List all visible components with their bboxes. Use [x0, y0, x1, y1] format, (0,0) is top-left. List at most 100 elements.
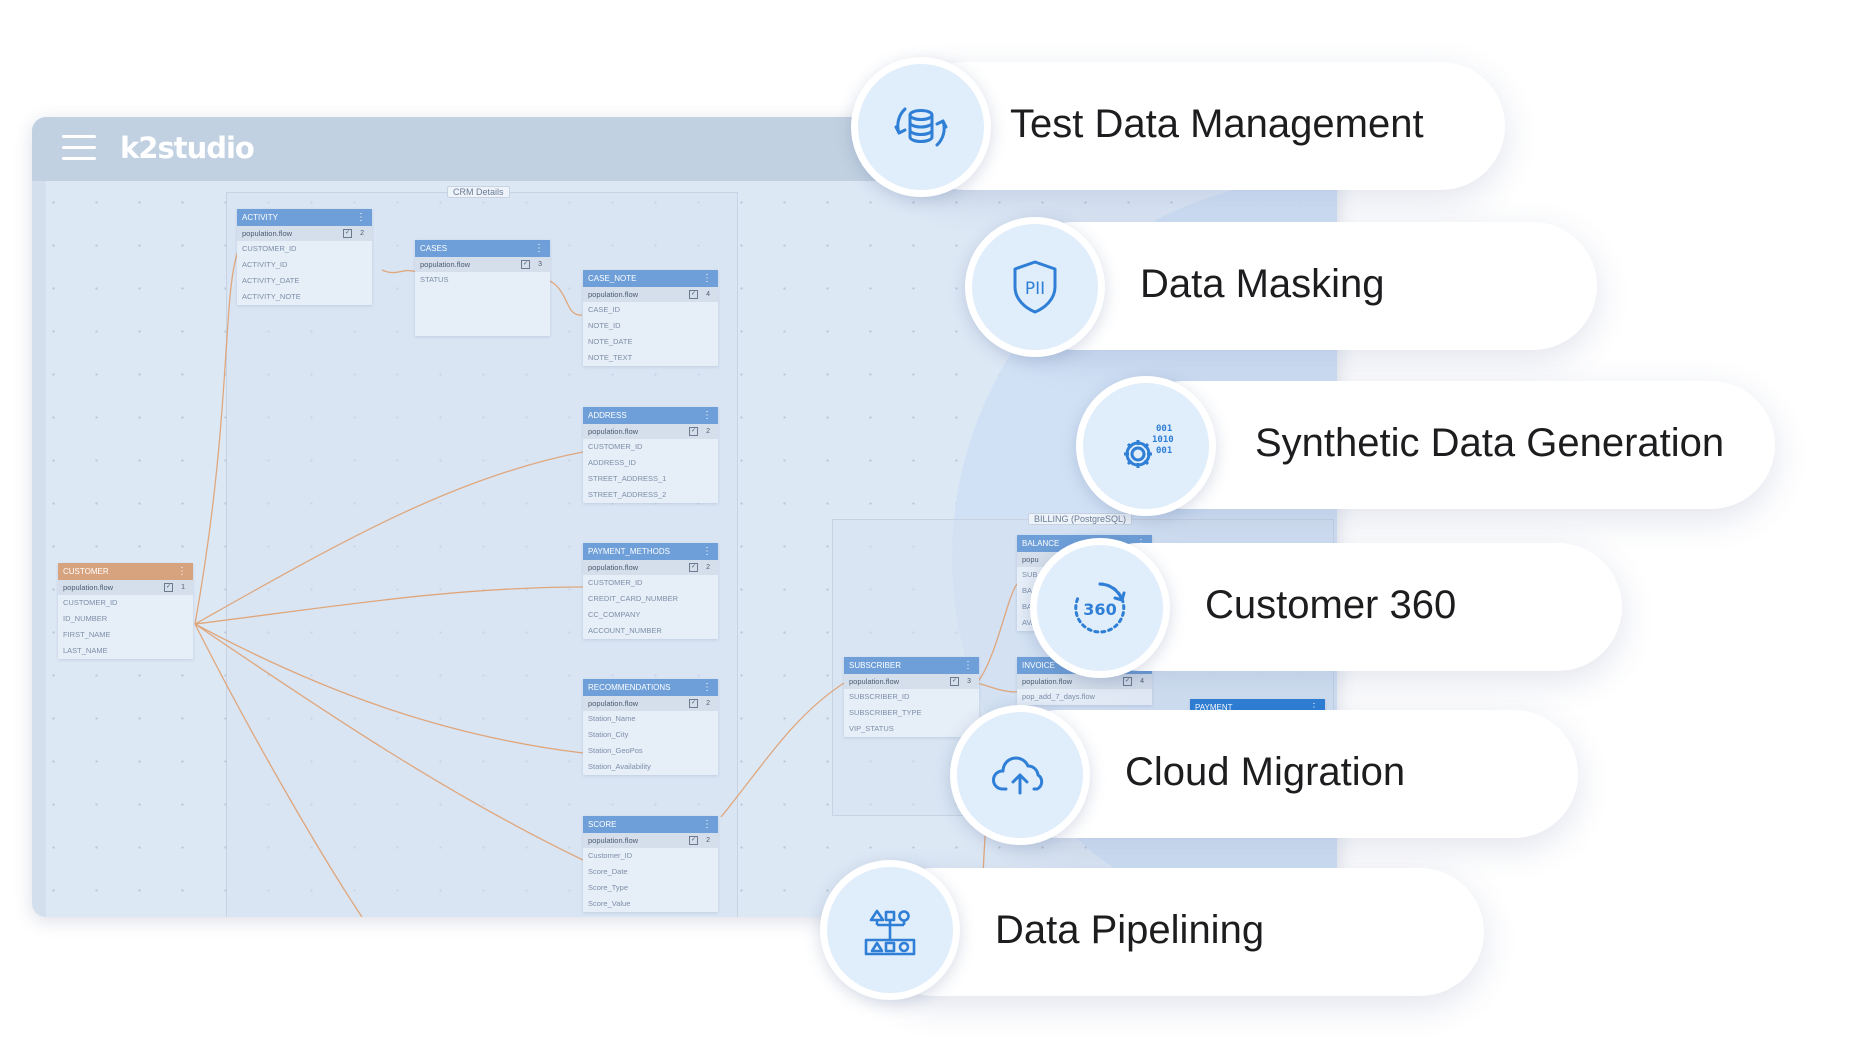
database-sync-icon: [851, 57, 991, 197]
flow-checkbox[interactable]: ✓: [689, 563, 698, 572]
field-row[interactable]: Station_Name: [588, 714, 636, 723]
field-row[interactable]: FIRST_NAME: [63, 630, 111, 639]
feature-data-pipelining[interactable]: Data Pipelining: [870, 868, 1484, 996]
field-row[interactable]: Score_Date: [588, 867, 628, 876]
flow-name: population.flow: [588, 836, 639, 845]
table-flow: population.flow ✓ 2: [583, 833, 718, 848]
table-header[interactable]: CASES: [415, 240, 550, 257]
field-row[interactable]: SUBSCRIBER_ID: [849, 692, 910, 701]
table-case-note[interactable]: CASE_NOTE population.flow✓4 CASE_ID NOTE…: [583, 270, 718, 366]
field-row[interactable]: AVA: [1022, 618, 1036, 627]
field-row[interactable]: BA: [1022, 586, 1033, 595]
table-header[interactable]: ACTIVITY: [237, 209, 372, 226]
feature-synthetic-data-generation[interactable]: Synthetic Data Generation: [1120, 381, 1775, 509]
flow-checkbox[interactable]: ✓: [689, 699, 698, 708]
table-header[interactable]: ADDRESS: [583, 407, 718, 424]
feature-label: Test Data Management: [1010, 102, 1424, 146]
flow-count: 2: [706, 837, 710, 844]
field-row[interactable]: Station_GeoPos: [588, 746, 643, 755]
field-row[interactable]: ACCOUNT_NUMBER: [588, 626, 662, 635]
flow-name: population.flow: [1022, 677, 1073, 686]
field-row[interactable]: Score_Type: [588, 883, 629, 892]
field-row[interactable]: ACTIVITY_ID: [242, 260, 288, 269]
field-row[interactable]: CUSTOMER_ID: [63, 598, 118, 607]
menu-icon[interactable]: [62, 135, 96, 161]
field-row[interactable]: SUBSCRIBER_TYPE: [849, 708, 922, 717]
flow-name: population.flow: [63, 583, 114, 592]
field-row[interactable]: Station_Availability: [588, 762, 651, 771]
field-row[interactable]: ACTIVITY_DATE: [242, 276, 300, 285]
field-row[interactable]: CREDIT_CARD_NUMBER: [588, 594, 679, 603]
table-flow: population.flow✓4: [1017, 674, 1152, 689]
table-header[interactable]: CASE_NOTE: [583, 270, 718, 287]
flow-count: 2: [706, 700, 710, 707]
flow-name: population.flow: [588, 563, 639, 572]
table-header[interactable]: PAYMENT_METHODS: [583, 543, 718, 560]
flow-count: 4: [706, 291, 710, 298]
flow-checkbox[interactable]: ✓: [343, 229, 352, 238]
field-row[interactable]: STREET_ADDRESS_1: [588, 474, 667, 483]
field-row[interactable]: pop_add_7_days.flow: [1022, 692, 1095, 701]
field-row[interactable]: LAST_NAME: [63, 646, 108, 655]
flow-checkbox[interactable]: ✓: [689, 427, 698, 436]
table-flow: population.flow✓2: [583, 424, 718, 439]
feature-label: Synthetic Data Generation: [1255, 421, 1725, 465]
flow-name: population.flow: [588, 427, 639, 436]
flow-checkbox[interactable]: ✓: [689, 836, 698, 845]
field-row[interactable]: CC_COMPANY: [588, 610, 641, 619]
table-customer[interactable]: CUSTOMER population.flow✓1 CUSTOMER_ID I…: [58, 563, 193, 659]
table-flow: population.flow✓1: [58, 580, 193, 595]
table-recommendations[interactable]: RECOMMENDATIONS population.flow ✓ 2 Statio…: [583, 679, 718, 775]
table-subscriber[interactable]: SUBSCRIBER population.flow ✓ 3 SUBSCRIBER_…: [844, 657, 979, 737]
field-row[interactable]: CUSTOMER_ID: [588, 578, 643, 587]
canvas-left-edge: [32, 181, 46, 917]
field-row[interactable]: Score_Value: [588, 899, 631, 908]
field-row[interactable]: CUSTOMER_ID: [588, 442, 643, 451]
flow-name: population.flow: [849, 677, 900, 686]
field-row[interactable]: NOTE_DATE: [588, 337, 633, 346]
feature-test-data-management[interactable]: Test Data Management: [900, 62, 1505, 190]
group-title-billing[interactable]: BILLING (PostgreSQL): [1028, 513, 1133, 525]
feature-cloud-migration[interactable]: Cloud Migration: [995, 710, 1578, 838]
flow-checkbox[interactable]: ✓: [164, 583, 173, 592]
field-row[interactable]: Customer_ID: [588, 851, 633, 860]
field-row[interactable]: ACTIVITY_NOTE: [242, 292, 301, 301]
field-row[interactable]: CUSTOMER_ID: [242, 244, 297, 253]
svg-text:1010: 1010: [1152, 435, 1174, 445]
table-cases[interactable]: CASES population.flow✓3 STATUS: [415, 240, 550, 336]
table-header[interactable]: RECOMMENDATIONS: [583, 679, 718, 696]
feature-label: Cloud Migration: [1125, 750, 1406, 794]
table-activity[interactable]: ACTIVITY population.flow✓2 CUSTOMER_ID A…: [237, 209, 372, 305]
table-header[interactable]: CUSTOMER: [58, 563, 193, 580]
svg-text:001: 001: [1156, 424, 1172, 434]
table-flow: population.flow✓4: [583, 287, 718, 302]
flow-checkbox[interactable]: ✓: [689, 290, 698, 299]
flow-count: 3: [967, 678, 971, 685]
field-row[interactable]: NOTE_ID: [588, 321, 621, 330]
field-row[interactable]: STREET_ADDRESS_2: [588, 490, 667, 499]
field-row[interactable]: Station_City: [588, 730, 629, 739]
flow-checkbox[interactable]: ✓: [1123, 677, 1132, 686]
table-address[interactable]: ADDRESS population.flow✓2 CUSTOMER_ID AD…: [583, 407, 718, 503]
table-payment-methods[interactable]: PAYMENT_METHODS population.flow✓2 CUSTOM…: [583, 543, 718, 639]
field-row[interactable]: ID_NUMBER: [63, 614, 108, 623]
feature-data-masking[interactable]: Data Masking: [1010, 222, 1597, 350]
field-row[interactable]: NOTE_TEXT: [588, 353, 633, 362]
field-row[interactable]: ADDRESS_ID: [588, 458, 636, 467]
field-row[interactable]: BA: [1022, 602, 1033, 611]
field-row[interactable]: CASE_ID: [588, 305, 621, 314]
field-row[interactable]: VIP_STATUS: [849, 724, 894, 733]
flow-name: population.flow: [588, 699, 639, 708]
flow-checkbox[interactable]: ✓: [950, 677, 959, 686]
table-header[interactable]: SUBSCRIBER: [844, 657, 979, 674]
360-icon: 360: [1030, 538, 1170, 678]
table-header[interactable]: SCORE: [583, 816, 718, 833]
flow-checkbox[interactable]: ✓: [521, 260, 530, 269]
pipeline-icon: [820, 860, 960, 1000]
group-title-crm[interactable]: CRM Details: [447, 186, 510, 198]
field-row[interactable]: SUB: [1022, 570, 1038, 579]
svg-text:001: 001: [1156, 446, 1172, 456]
feature-label: Data Pipelining: [995, 908, 1265, 952]
table-score[interactable]: SCORE population.flow ✓ 2 Customer_ID Scor…: [583, 816, 718, 912]
field-row[interactable]: STATUS: [420, 275, 449, 284]
